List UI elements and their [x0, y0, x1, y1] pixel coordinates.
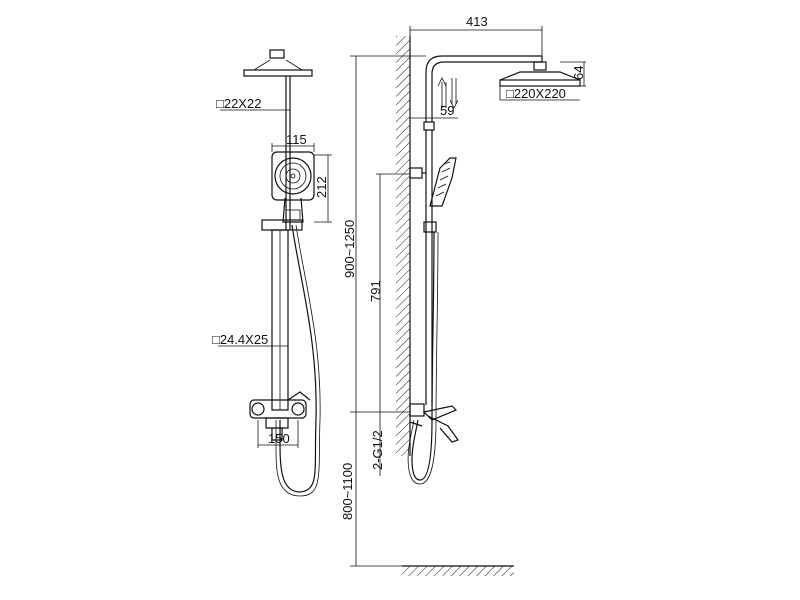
arm-length-label: 413: [466, 14, 488, 29]
height-adjust-arrows: [437, 77, 459, 109]
bracket-height-dim: [376, 173, 410, 412]
handshower-height-label: 212: [314, 176, 329, 198]
shower-hose-outline: [275, 224, 321, 497]
head-thickness-label: 64: [571, 66, 586, 80]
handshower-width-label: 115: [286, 132, 307, 147]
floor-hatch: [402, 566, 514, 576]
head-size-label: □220X220: [506, 86, 566, 101]
mixer-width-dim: [257, 420, 299, 448]
mixer-width-label: 150: [268, 431, 290, 446]
side-rail: [425, 130, 433, 405]
side-hose-outline: [407, 231, 439, 485]
pipe-size-label: □22X22: [216, 96, 261, 111]
front-hand-shower: [271, 151, 315, 223]
total-height-dim: [350, 55, 426, 413]
shower-hose: [279, 224, 317, 493]
side-rain-head: [499, 61, 581, 87]
front-mixer: [249, 391, 311, 441]
handshower-width-dim: [271, 143, 315, 152]
floor-height-dim: [350, 412, 402, 567]
side-coupling: [423, 121, 435, 131]
rail-size-label: □24.4X25: [212, 332, 268, 347]
side-view: 413 64 □220X220: [340, 14, 586, 576]
side-wall-bracket: [409, 167, 426, 179]
adjust-label: 59: [440, 103, 454, 118]
side-shower-arm: [425, 55, 543, 122]
floor-height-label: 800~1100: [340, 463, 355, 520]
front-rain-head: [243, 49, 313, 77]
handshower-height-dim: [314, 154, 332, 223]
side-hand-shower: [429, 157, 457, 207]
arm-length-dim: [409, 26, 543, 58]
side-slider: [423, 221, 437, 233]
front-upper-pipe: [285, 76, 291, 230]
wall-hatch: [396, 36, 410, 456]
side-hose: [411, 231, 435, 481]
inlet-label: 2-G1/2: [370, 430, 385, 470]
side-mixer: [409, 403, 459, 443]
bracket-height-label: 791: [368, 280, 383, 302]
front-rail: [271, 229, 289, 411]
head-thickness-dim: [560, 61, 586, 87]
front-view: □22X22 115 212: [212, 49, 332, 497]
total-height-label: 900~1250: [342, 220, 357, 278]
